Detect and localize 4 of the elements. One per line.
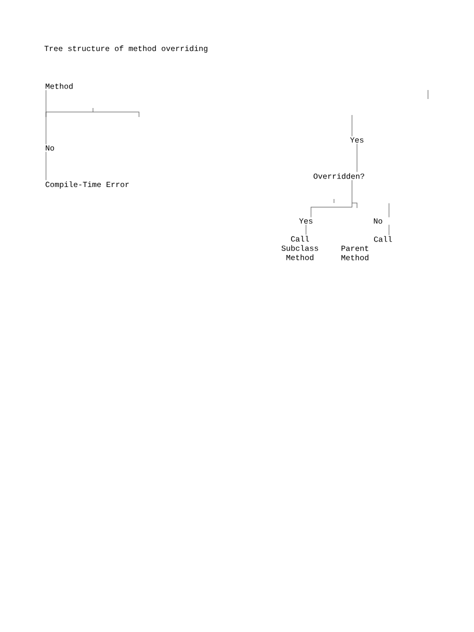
connector-line	[388, 224, 390, 236]
connector-line	[310, 180, 352, 218]
connector-line	[356, 144, 358, 172]
connector-line	[388, 202, 390, 218]
